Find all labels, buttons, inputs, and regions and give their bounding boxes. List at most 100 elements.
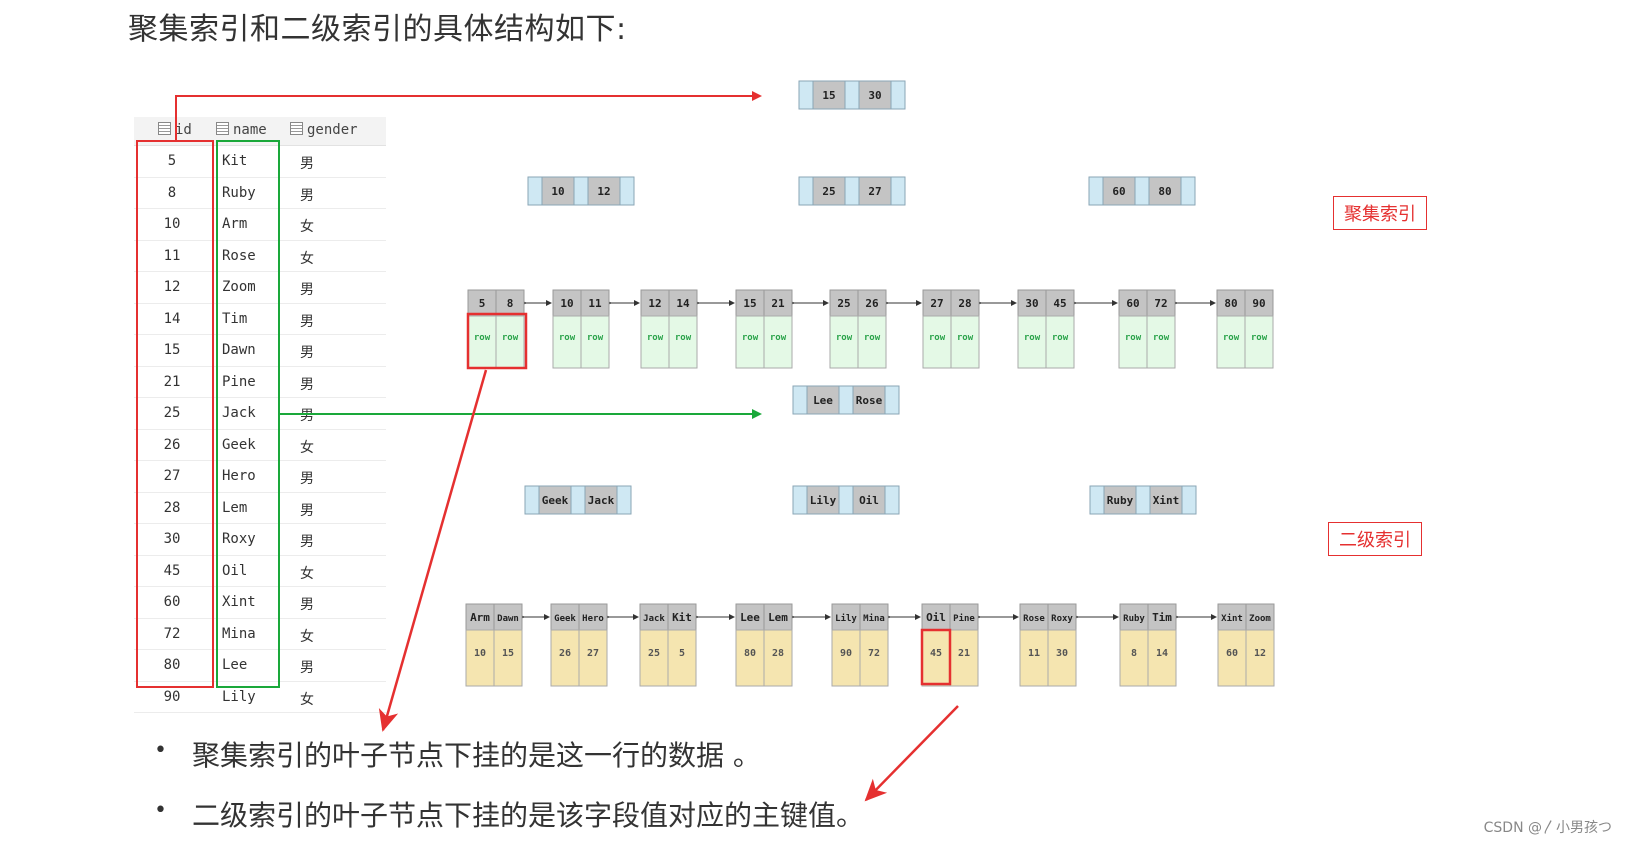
leaf-data-label: 8 bbox=[1131, 648, 1137, 659]
key-column-icon bbox=[158, 122, 171, 135]
cell-id: 27 bbox=[163, 468, 181, 484]
cell-gender: 女 bbox=[300, 628, 314, 645]
pointer-cell bbox=[890, 80, 906, 110]
leaf-data-cell bbox=[1047, 629, 1077, 687]
leaf-data-cell bbox=[640, 315, 670, 369]
leaf-key-cell bbox=[1019, 603, 1049, 631]
leaf-data-cell bbox=[859, 629, 889, 687]
leaf-data-label: row bbox=[1052, 333, 1069, 343]
pointer-cell bbox=[798, 80, 814, 110]
cell-name: Mina bbox=[222, 625, 256, 642]
cell-gender: 女 bbox=[300, 219, 314, 235]
cell-id: 12 bbox=[163, 279, 181, 295]
leaf-key-label: Xint bbox=[1221, 613, 1243, 624]
cell-id: 45 bbox=[163, 562, 181, 579]
pointer-cell bbox=[1134, 176, 1150, 206]
leaf-data-label: row bbox=[502, 333, 519, 343]
leaf-data-label: 30 bbox=[1056, 648, 1068, 659]
cell-name: Geek bbox=[222, 436, 256, 453]
tree-edge bbox=[898, 205, 951, 290]
leaf-data-cell bbox=[735, 629, 765, 687]
key-cell bbox=[541, 176, 575, 206]
tree-edge bbox=[578, 514, 579, 604]
key-cell bbox=[1148, 176, 1182, 206]
cell-id: 26 bbox=[163, 436, 181, 453]
leaf-key-cell bbox=[922, 289, 952, 317]
cell-name: Roxy bbox=[222, 531, 256, 547]
leaf-data-label: 21 bbox=[958, 648, 970, 659]
leaf-key-label: Dawn bbox=[497, 614, 519, 624]
leaf-key-label: 60 bbox=[1126, 297, 1139, 310]
leaf-key-cell bbox=[829, 289, 859, 317]
tree-edge bbox=[624, 514, 668, 604]
tree-edge bbox=[846, 514, 860, 604]
pointer-cell bbox=[1088, 176, 1104, 206]
tree-edge bbox=[581, 109, 806, 177]
cell-gender: 男 bbox=[300, 156, 314, 172]
key-cell bbox=[1149, 485, 1183, 515]
tree-edge bbox=[496, 205, 535, 290]
cell-id: 80 bbox=[163, 657, 181, 673]
key-label: 10 bbox=[551, 185, 564, 198]
leaf-data-label: 15 bbox=[502, 648, 514, 659]
cell-gender: 女 bbox=[300, 250, 314, 267]
key-cell bbox=[587, 176, 621, 206]
leaf-data-cell bbox=[1147, 629, 1177, 687]
cell-name: Lem bbox=[222, 499, 248, 516]
tree-edge bbox=[1142, 205, 1147, 290]
leaf-key-cell bbox=[1147, 603, 1177, 631]
pk-explanation-arrow bbox=[864, 705, 959, 802]
key-cell bbox=[584, 485, 618, 515]
leaf-key-label: 90 bbox=[1252, 297, 1265, 310]
leaf-key-cell bbox=[639, 603, 669, 631]
leaf-data-label: row bbox=[587, 333, 604, 343]
cell-gender: 女 bbox=[300, 565, 314, 582]
pointer-cell bbox=[1180, 176, 1196, 206]
leaf-key-label: Jack bbox=[643, 614, 665, 624]
pointer-cell bbox=[792, 485, 808, 515]
cell-gender: 女 bbox=[300, 691, 314, 708]
leaf-key-label: Kit bbox=[672, 611, 692, 624]
cell-name: Hero bbox=[222, 468, 256, 484]
pointer-cell bbox=[1181, 485, 1197, 515]
leaf-key-label: Lem bbox=[768, 611, 788, 624]
leaf-data-cell bbox=[831, 629, 861, 687]
leaf-key-label: 5 bbox=[479, 297, 486, 310]
key-label: 30 bbox=[868, 89, 881, 102]
column-icon bbox=[216, 122, 229, 135]
leaf-data-label: row bbox=[1125, 333, 1142, 343]
key-label: 80 bbox=[1158, 185, 1171, 198]
leaf-key-label: Tim bbox=[1152, 611, 1172, 624]
leaf-key-label: Geek bbox=[554, 614, 576, 624]
pointer-cell bbox=[838, 485, 854, 515]
leaf-data-cell bbox=[1146, 315, 1176, 369]
key-cell bbox=[812, 80, 846, 110]
leaf-data-label: 45 bbox=[930, 648, 942, 659]
leaf-data-label: row bbox=[1153, 333, 1170, 343]
leaf-data-label: 28 bbox=[772, 648, 784, 659]
cell-name: Dawn bbox=[222, 342, 256, 358]
leaf-data-cell bbox=[1119, 629, 1149, 687]
tree-edge bbox=[892, 414, 1143, 486]
pointer-cell bbox=[884, 485, 900, 515]
cell-name: Kit bbox=[222, 153, 248, 169]
leaf-data-label: row bbox=[770, 333, 787, 343]
cell-gender: 男 bbox=[300, 313, 314, 330]
leaf-data-cell bbox=[493, 629, 523, 687]
